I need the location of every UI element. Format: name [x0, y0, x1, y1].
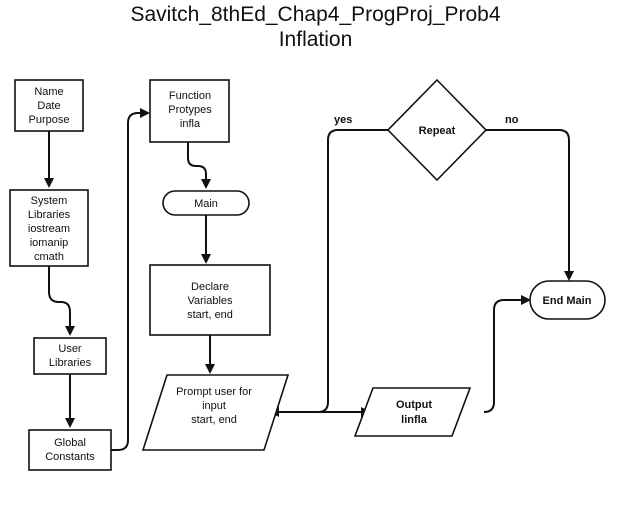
svg-text:Global: Global	[54, 437, 86, 449]
node-main: Main	[162, 190, 250, 216]
svg-text:User: User	[58, 343, 82, 355]
svg-text:Output: Output	[396, 399, 432, 411]
node-output: Output linfla	[353, 387, 472, 437]
node-name-date-purpose: Name Date Purpose	[14, 79, 84, 132]
edge-function-to-main	[187, 142, 211, 189]
svg-text:iomanip: iomanip	[30, 237, 69, 249]
svg-text:End Main: End Main	[543, 295, 592, 307]
svg-text:iostream: iostream	[28, 223, 70, 235]
svg-text:infla: infla	[180, 118, 201, 130]
edge-label-yes: yes	[334, 114, 352, 126]
node-function-prototypes: Function Protypes infla	[149, 79, 230, 143]
svg-text:start, end: start, end	[187, 309, 233, 321]
connectors	[44, 108, 574, 451]
node-system-libraries: System Libraries iostream iomanip cmath	[9, 189, 89, 267]
svg-text:Constants: Constants	[45, 451, 95, 463]
diagram-subtitle: Inflation	[278, 28, 353, 51]
node-user-libraries: User Libraries	[33, 337, 107, 375]
svg-text:System: System	[31, 195, 68, 207]
node-prompt-user: Prompt user for input start, end	[141, 374, 290, 451]
edge-label-no: no	[505, 114, 519, 126]
svg-text:Repeat: Repeat	[419, 125, 456, 137]
svg-text:Main: Main	[194, 198, 218, 210]
svg-text:input: input	[202, 400, 226, 412]
svg-text:start, end: start, end	[191, 414, 237, 426]
svg-text:Name: Name	[34, 86, 63, 98]
svg-text:Protypes: Protypes	[168, 104, 212, 116]
svg-text:Prompt user for: Prompt user for	[176, 386, 252, 398]
svg-text:Variables: Variables	[187, 295, 233, 307]
edge-system-to-user	[48, 266, 75, 336]
svg-text:linfla: linfla	[401, 414, 428, 426]
node-repeat-decision: Repeat	[386, 78, 488, 182]
svg-text:Libraries: Libraries	[28, 209, 71, 221]
svg-text:Function: Function	[169, 90, 211, 102]
svg-text:Libraries: Libraries	[49, 357, 92, 369]
node-end-main: End Main	[529, 280, 606, 320]
svg-text:Date: Date	[37, 100, 60, 112]
svg-text:cmath: cmath	[34, 251, 64, 263]
node-global-constants: Global Constants	[28, 429, 112, 471]
svg-text:Purpose: Purpose	[29, 114, 70, 126]
edge-repeat-yes-to-prompt	[269, 129, 388, 417]
edge-global-to-function	[111, 108, 150, 451]
diagram-title: Savitch_8thEd_Chap4_ProgProj_Prob4	[130, 3, 501, 26]
node-declare-variables: Declare Variables start, end	[149, 264, 271, 336]
edge-output-to-endmain	[483, 295, 531, 413]
svg-text:Declare: Declare	[191, 281, 229, 293]
edge-repeat-no-to-endmain	[486, 129, 574, 281]
